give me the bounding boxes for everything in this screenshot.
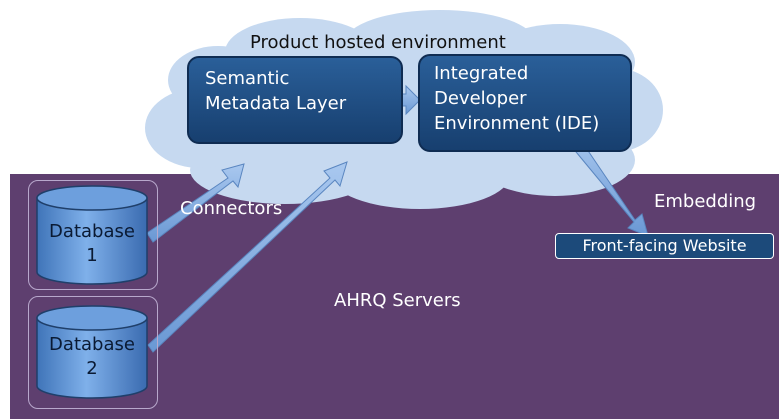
database-2-label-line2: 2 (86, 358, 98, 379)
semantic-box-line2: Metadata Layer (205, 93, 347, 114)
database-2-frame (28, 296, 158, 409)
database-2-cylinder (36, 305, 148, 399)
database-1-cylinder (36, 185, 148, 285)
database-1-label-line1: Database (49, 221, 135, 242)
ide-box-line3: Environment (IDE) (434, 113, 600, 134)
arrow-db1-to-semantic (146, 163, 245, 243)
connectors-label: Connectors (180, 198, 283, 219)
ide-box: Integrated Developer Environment (IDE) (418, 54, 632, 152)
embedding-label: Embedding (654, 191, 757, 212)
arrow-db2-to-ide (147, 161, 348, 353)
database-2-label-line1: Database (49, 334, 135, 355)
database-1-frame (28, 180, 158, 290)
ide-box-line2: Developer (434, 88, 527, 109)
cloud-title: Product hosted environment (250, 32, 506, 53)
database-2-label: Database 2 (37, 333, 147, 381)
semantic-metadata-layer-box: Semantic Metadata Layer (187, 56, 403, 144)
front-facing-website-box: Front-facing Website (555, 233, 774, 259)
database-1-label: Database 1 (37, 220, 147, 268)
database-1-label-line2: 1 (86, 245, 98, 266)
ide-box-line1: Integrated (434, 63, 529, 84)
semantic-box-line1: Semantic (205, 68, 290, 89)
ahrq-servers-label: AHRQ Servers (334, 290, 461, 311)
